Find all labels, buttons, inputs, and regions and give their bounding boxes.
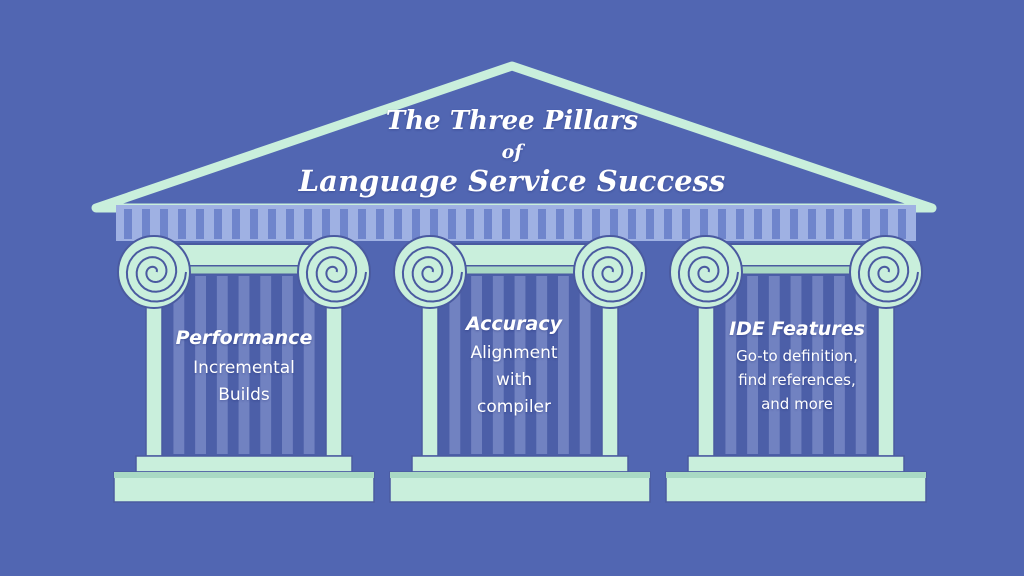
- frieze-stripe: [844, 209, 852, 239]
- frieze-stripe: [484, 209, 492, 239]
- base-step-shade: [390, 472, 650, 478]
- frieze-stripes: [124, 209, 906, 239]
- frieze-stripe: [358, 209, 366, 239]
- frieze-stripe: [880, 209, 888, 239]
- base-step-upper: [411, 455, 629, 473]
- frieze-stripe: [502, 209, 510, 239]
- frieze-stripe: [574, 209, 582, 239]
- frieze-stripe: [790, 209, 798, 239]
- base-step-shade: [114, 472, 374, 478]
- frieze-stripe: [664, 209, 672, 239]
- title-line-2: of: [501, 141, 523, 163]
- frieze-stripe: [142, 209, 150, 239]
- pillars-group: [113, 235, 927, 503]
- frieze-stripe: [214, 209, 222, 239]
- pillar-3: [665, 235, 927, 503]
- pillar-flute: [303, 276, 315, 454]
- frieze-stripe: [520, 209, 528, 239]
- frieze-stripe: [178, 209, 186, 239]
- frieze-stripe: [808, 209, 816, 239]
- frieze-stripe: [322, 209, 330, 239]
- frieze-stripe: [250, 209, 258, 239]
- pillar-flute: [768, 276, 780, 454]
- volute-spiral: [125, 246, 187, 303]
- frieze-stripe: [898, 209, 906, 239]
- pillar-flute: [260, 276, 272, 454]
- pillar-flute: [558, 276, 569, 454]
- title-line-1: The Three Pillars: [385, 106, 639, 136]
- frieze-stripe: [682, 209, 690, 239]
- pillar-flute: [536, 276, 548, 454]
- pillar-flute: [492, 276, 504, 454]
- frieze-stripe: [862, 209, 870, 239]
- frieze-stripe: [160, 209, 168, 239]
- volute-spiral: [581, 246, 643, 303]
- title-line-3: Language Service Success: [298, 164, 726, 198]
- pillar-2-title: Accuracy: [465, 313, 562, 335]
- pillar-flute: [725, 276, 737, 454]
- frieze-stripe: [376, 209, 384, 239]
- frieze-stripe: [736, 209, 744, 239]
- pillar-flute: [195, 276, 206, 454]
- frieze-stripe: [538, 209, 546, 239]
- pillar-flute: [173, 276, 185, 454]
- frieze-stripe: [286, 209, 294, 239]
- pillar-1-title: Performance: [175, 327, 313, 349]
- pillar-flute: [449, 276, 461, 454]
- pillar-flute: [238, 276, 250, 454]
- frieze-stripe: [718, 209, 726, 239]
- frieze-stripe: [268, 209, 276, 239]
- pillar-flute: [834, 276, 845, 454]
- pillar-3-description: Go-to definition, find references, and m…: [736, 347, 858, 413]
- frieze-stripe: [646, 209, 654, 239]
- base-step-upper: [135, 455, 353, 473]
- frieze-stripe: [340, 209, 348, 239]
- frieze-stripe: [754, 209, 762, 239]
- volute-spiral: [857, 246, 919, 303]
- volute-spiral: [305, 246, 367, 303]
- frieze-stripe: [412, 209, 420, 239]
- pillar-2: [389, 235, 651, 503]
- pillar-flute: [855, 276, 867, 454]
- pillar-flute: [514, 276, 526, 454]
- volute-spiral: [401, 246, 463, 303]
- pillar-flute: [747, 276, 758, 454]
- pillar-flute: [790, 276, 802, 454]
- frieze: [116, 205, 916, 241]
- pillar-2-description: Alignment with compiler: [470, 343, 558, 417]
- volute-spiral: [677, 246, 739, 303]
- frieze-stripe: [772, 209, 780, 239]
- frieze-stripe: [394, 209, 402, 239]
- pillar-flute: [216, 276, 228, 454]
- frieze-stripe: [124, 209, 132, 239]
- frieze-stripe: [448, 209, 456, 239]
- pillar-flute: [282, 276, 293, 454]
- frieze-stripe: [592, 209, 600, 239]
- pillar-flute: [579, 276, 591, 454]
- frieze-stripe: [826, 209, 834, 239]
- frieze-stripe: [556, 209, 564, 239]
- pillar-1: [113, 235, 375, 503]
- frieze-stripe: [700, 209, 708, 239]
- pillar-3-title: IDE Features: [729, 318, 865, 340]
- pillar-flute: [812, 276, 824, 454]
- frieze-stripe: [466, 209, 474, 239]
- frieze-stripe: [430, 209, 438, 239]
- frieze-stripe: [232, 209, 240, 239]
- frieze-stripe: [196, 209, 204, 239]
- base-step-upper: [687, 455, 905, 473]
- frieze-stripe: [628, 209, 636, 239]
- frieze-stripe: [304, 209, 312, 239]
- frieze-stripe: [610, 209, 618, 239]
- pillar-flute: [471, 276, 482, 454]
- pillar-1-description: Incremental Builds: [193, 358, 295, 405]
- base-step-shade: [666, 472, 926, 478]
